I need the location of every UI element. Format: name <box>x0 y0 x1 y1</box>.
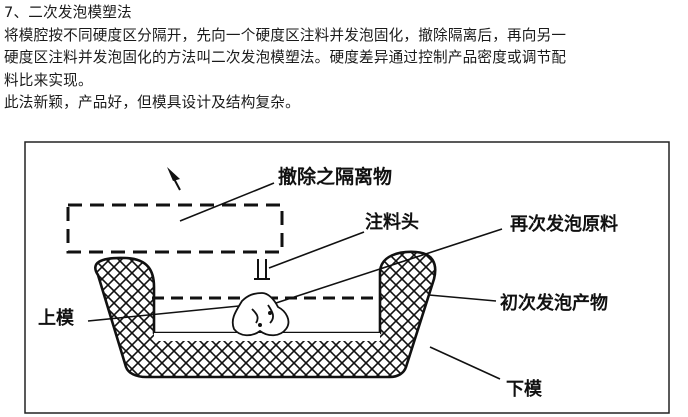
label-upper-mold: 上模 <box>38 307 75 329</box>
article-text: 7、二次发泡模塑法 将模腔按不同硬度区分隔开，先向一个硬度区注料并发泡固化，撤除… <box>4 2 688 115</box>
label-second-foam-material: 再次发泡原料 <box>510 213 618 235</box>
leader-injection-head <box>268 231 365 269</box>
leader-lower-mold <box>429 346 501 380</box>
paragraph-line-2: 硬度区注料并发泡固化的方法叫二次发泡模塑法。硬度差异通过控制产品密度或调节配 <box>4 49 567 66</box>
figure-frame <box>24 141 670 414</box>
paragraph-line-1: 将模腔按不同硬度区分隔开，先向一个硬度区注料并发泡固化，撤除隔离后，再向另一 <box>4 26 567 44</box>
label-first-foam-product: 初次发泡产物 <box>500 292 608 314</box>
leader-upper-mold <box>87 305 240 322</box>
removal-arrow-head <box>167 167 180 181</box>
leader-first-foam <box>428 294 497 302</box>
section-heading: 7、二次发泡模塑法 <box>4 4 132 21</box>
two-stage-foam-molding-diagram: 撤除之隔离物 注料头 再次发泡原料 上模 初次发泡产物 下模 <box>24 141 670 414</box>
injection-head <box>254 259 270 280</box>
removed-separator-box <box>66 203 284 254</box>
material-dot <box>258 323 262 327</box>
second-foam-material <box>231 292 290 337</box>
label-removed-separator: 撤除之隔离物 <box>278 165 392 188</box>
paragraph-line-3: 料比来实现。 <box>4 71 93 89</box>
leader-removed-separator <box>179 182 275 222</box>
paragraph-line-4: 此法新颖，产品好，但模具设计及结构复杂。 <box>4 94 300 111</box>
material-dot <box>268 311 272 315</box>
lower-mold-shape <box>94 250 437 379</box>
label-injection-head: 注料头 <box>365 211 419 233</box>
label-lower-mold: 下模 <box>506 378 543 400</box>
first-foam-product-region <box>154 333 380 341</box>
leader-second-foam <box>275 228 503 304</box>
